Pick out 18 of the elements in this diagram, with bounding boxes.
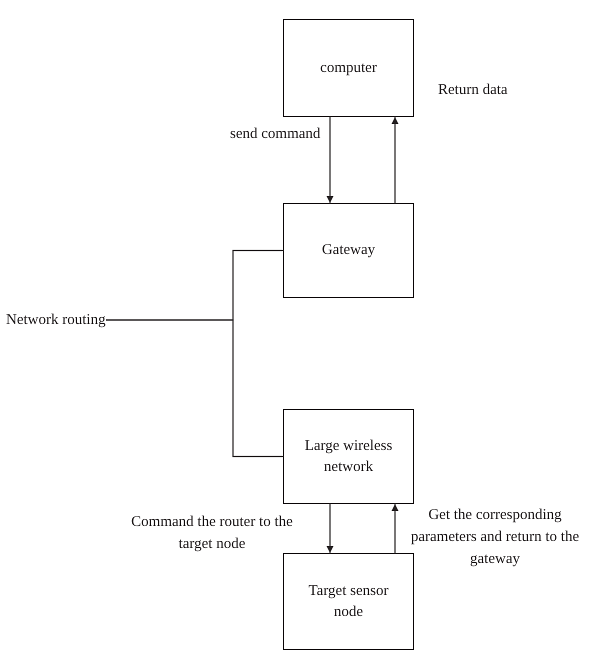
box-label: Gateway	[322, 241, 376, 260]
process-box	[283, 19, 414, 117]
edge-label: Get the corresponding parameters and return to the gateway	[410, 506, 580, 568]
process-box	[283, 409, 414, 504]
process-box	[283, 553, 414, 650]
box-label: Large wireless network	[304, 437, 394, 476]
edge-label: Return data	[438, 81, 509, 100]
box-label: Target sensor node	[308, 582, 390, 622]
process-box	[283, 203, 414, 298]
arrow	[392, 117, 398, 203]
arrow	[326, 504, 334, 553]
edge-label: send command	[230, 125, 322, 144]
arrow	[326, 117, 334, 203]
node-label: Network routing	[6, 309, 108, 331]
edge-label: Command the router to the target node	[130, 513, 294, 554]
box-label: computer	[320, 58, 377, 78]
connector-line	[106, 319, 283, 458]
arrow	[392, 504, 398, 553]
